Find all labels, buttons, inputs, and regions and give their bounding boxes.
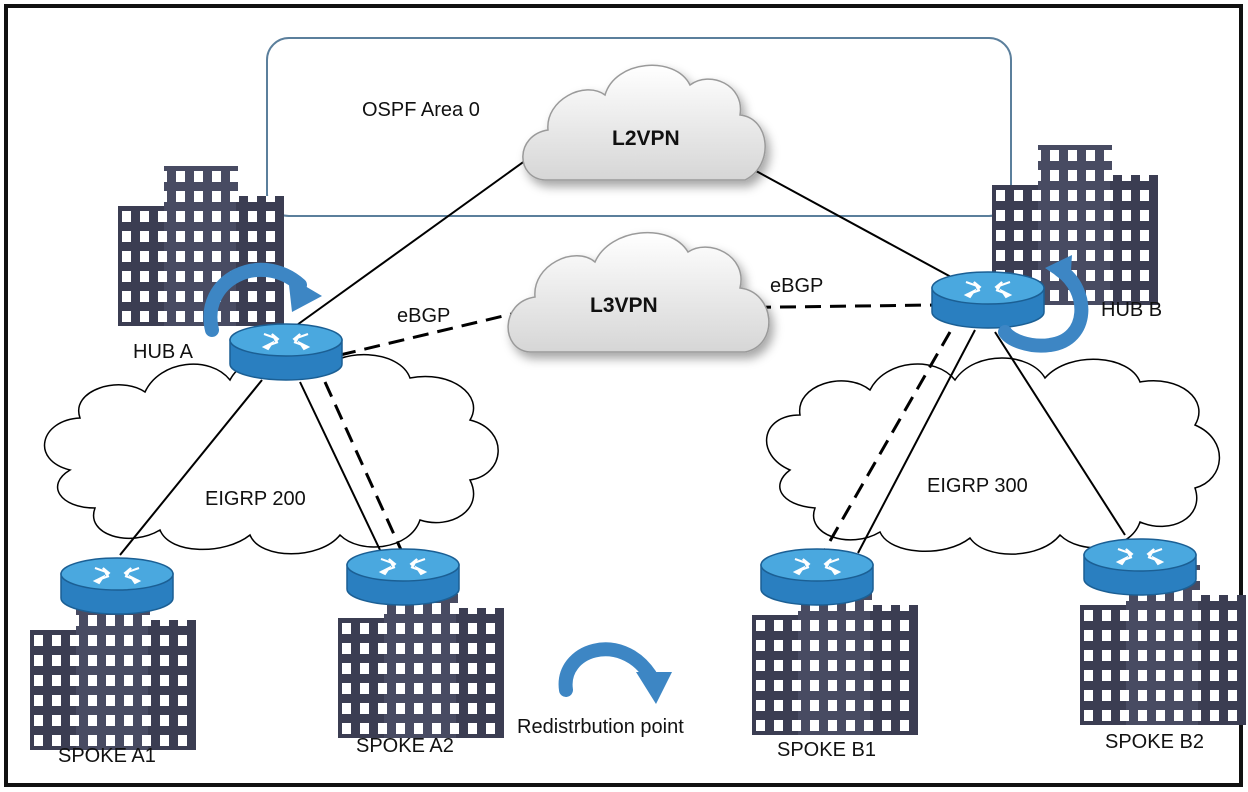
router-spoke-b2 xyxy=(1083,538,1197,596)
l3vpn-cloud xyxy=(507,231,770,353)
router-spoke-a2 xyxy=(346,548,460,606)
ebgp-left-label: eBGP xyxy=(397,305,450,327)
eigrp-300-cloud xyxy=(765,357,1221,555)
spoke-b2-label: SPOKE B2 xyxy=(1105,731,1204,753)
ospf-area-box xyxy=(266,37,1012,217)
router-hub-a xyxy=(229,323,343,381)
spoke-b1-label: SPOKE B1 xyxy=(777,739,876,761)
dashed-hub-a-l3vpn xyxy=(339,310,521,357)
dashed-hub-b-spoke-b1 xyxy=(820,331,952,556)
building-hub-a xyxy=(118,166,284,326)
link-hub-a-l2vpn xyxy=(289,149,541,331)
ebgp-right-label: eBGP xyxy=(770,275,823,297)
outer-frame xyxy=(4,4,1243,787)
link-hub-a-spoke-a2 xyxy=(299,381,381,551)
redistribution-arrow-hub-a-icon xyxy=(203,262,322,337)
l3vpn-label: L3VPN xyxy=(590,294,658,317)
legend-redistribution-icon xyxy=(558,642,672,704)
l2vpn-label: L2VPN xyxy=(612,127,680,150)
router-spoke-b1 xyxy=(760,548,874,606)
spoke-a2-label: SPOKE A2 xyxy=(356,735,454,757)
link-hub-b-spoke-b2 xyxy=(994,331,1126,536)
eigrp-200-label: EIGRP 200 xyxy=(205,488,306,510)
spoke-a1-label: SPOKE A1 xyxy=(58,745,156,767)
legend-label: Redistrbution point xyxy=(517,716,684,738)
eigrp-300-label: EIGRP 300 xyxy=(927,475,1028,497)
l2vpn-cloud xyxy=(522,64,766,181)
hub-a-label: HUB A xyxy=(133,341,194,363)
ospf-area-label: OSPF Area 0 xyxy=(362,99,480,121)
link-hub-a-spoke-a1 xyxy=(119,379,263,556)
hub-b-label: HUB B xyxy=(1101,299,1162,321)
redistribution-arrow-hub-b-icon xyxy=(998,255,1089,353)
links xyxy=(119,149,1126,556)
link-l2vpn-hub-b xyxy=(744,164,976,291)
dashed-hub-a-spoke-a2 xyxy=(323,381,404,553)
router-hub-b xyxy=(931,271,1045,329)
router-spoke-a1 xyxy=(60,557,174,615)
link-hub-b-spoke-b1 xyxy=(857,329,976,554)
eigrp-200-cloud xyxy=(43,354,499,555)
